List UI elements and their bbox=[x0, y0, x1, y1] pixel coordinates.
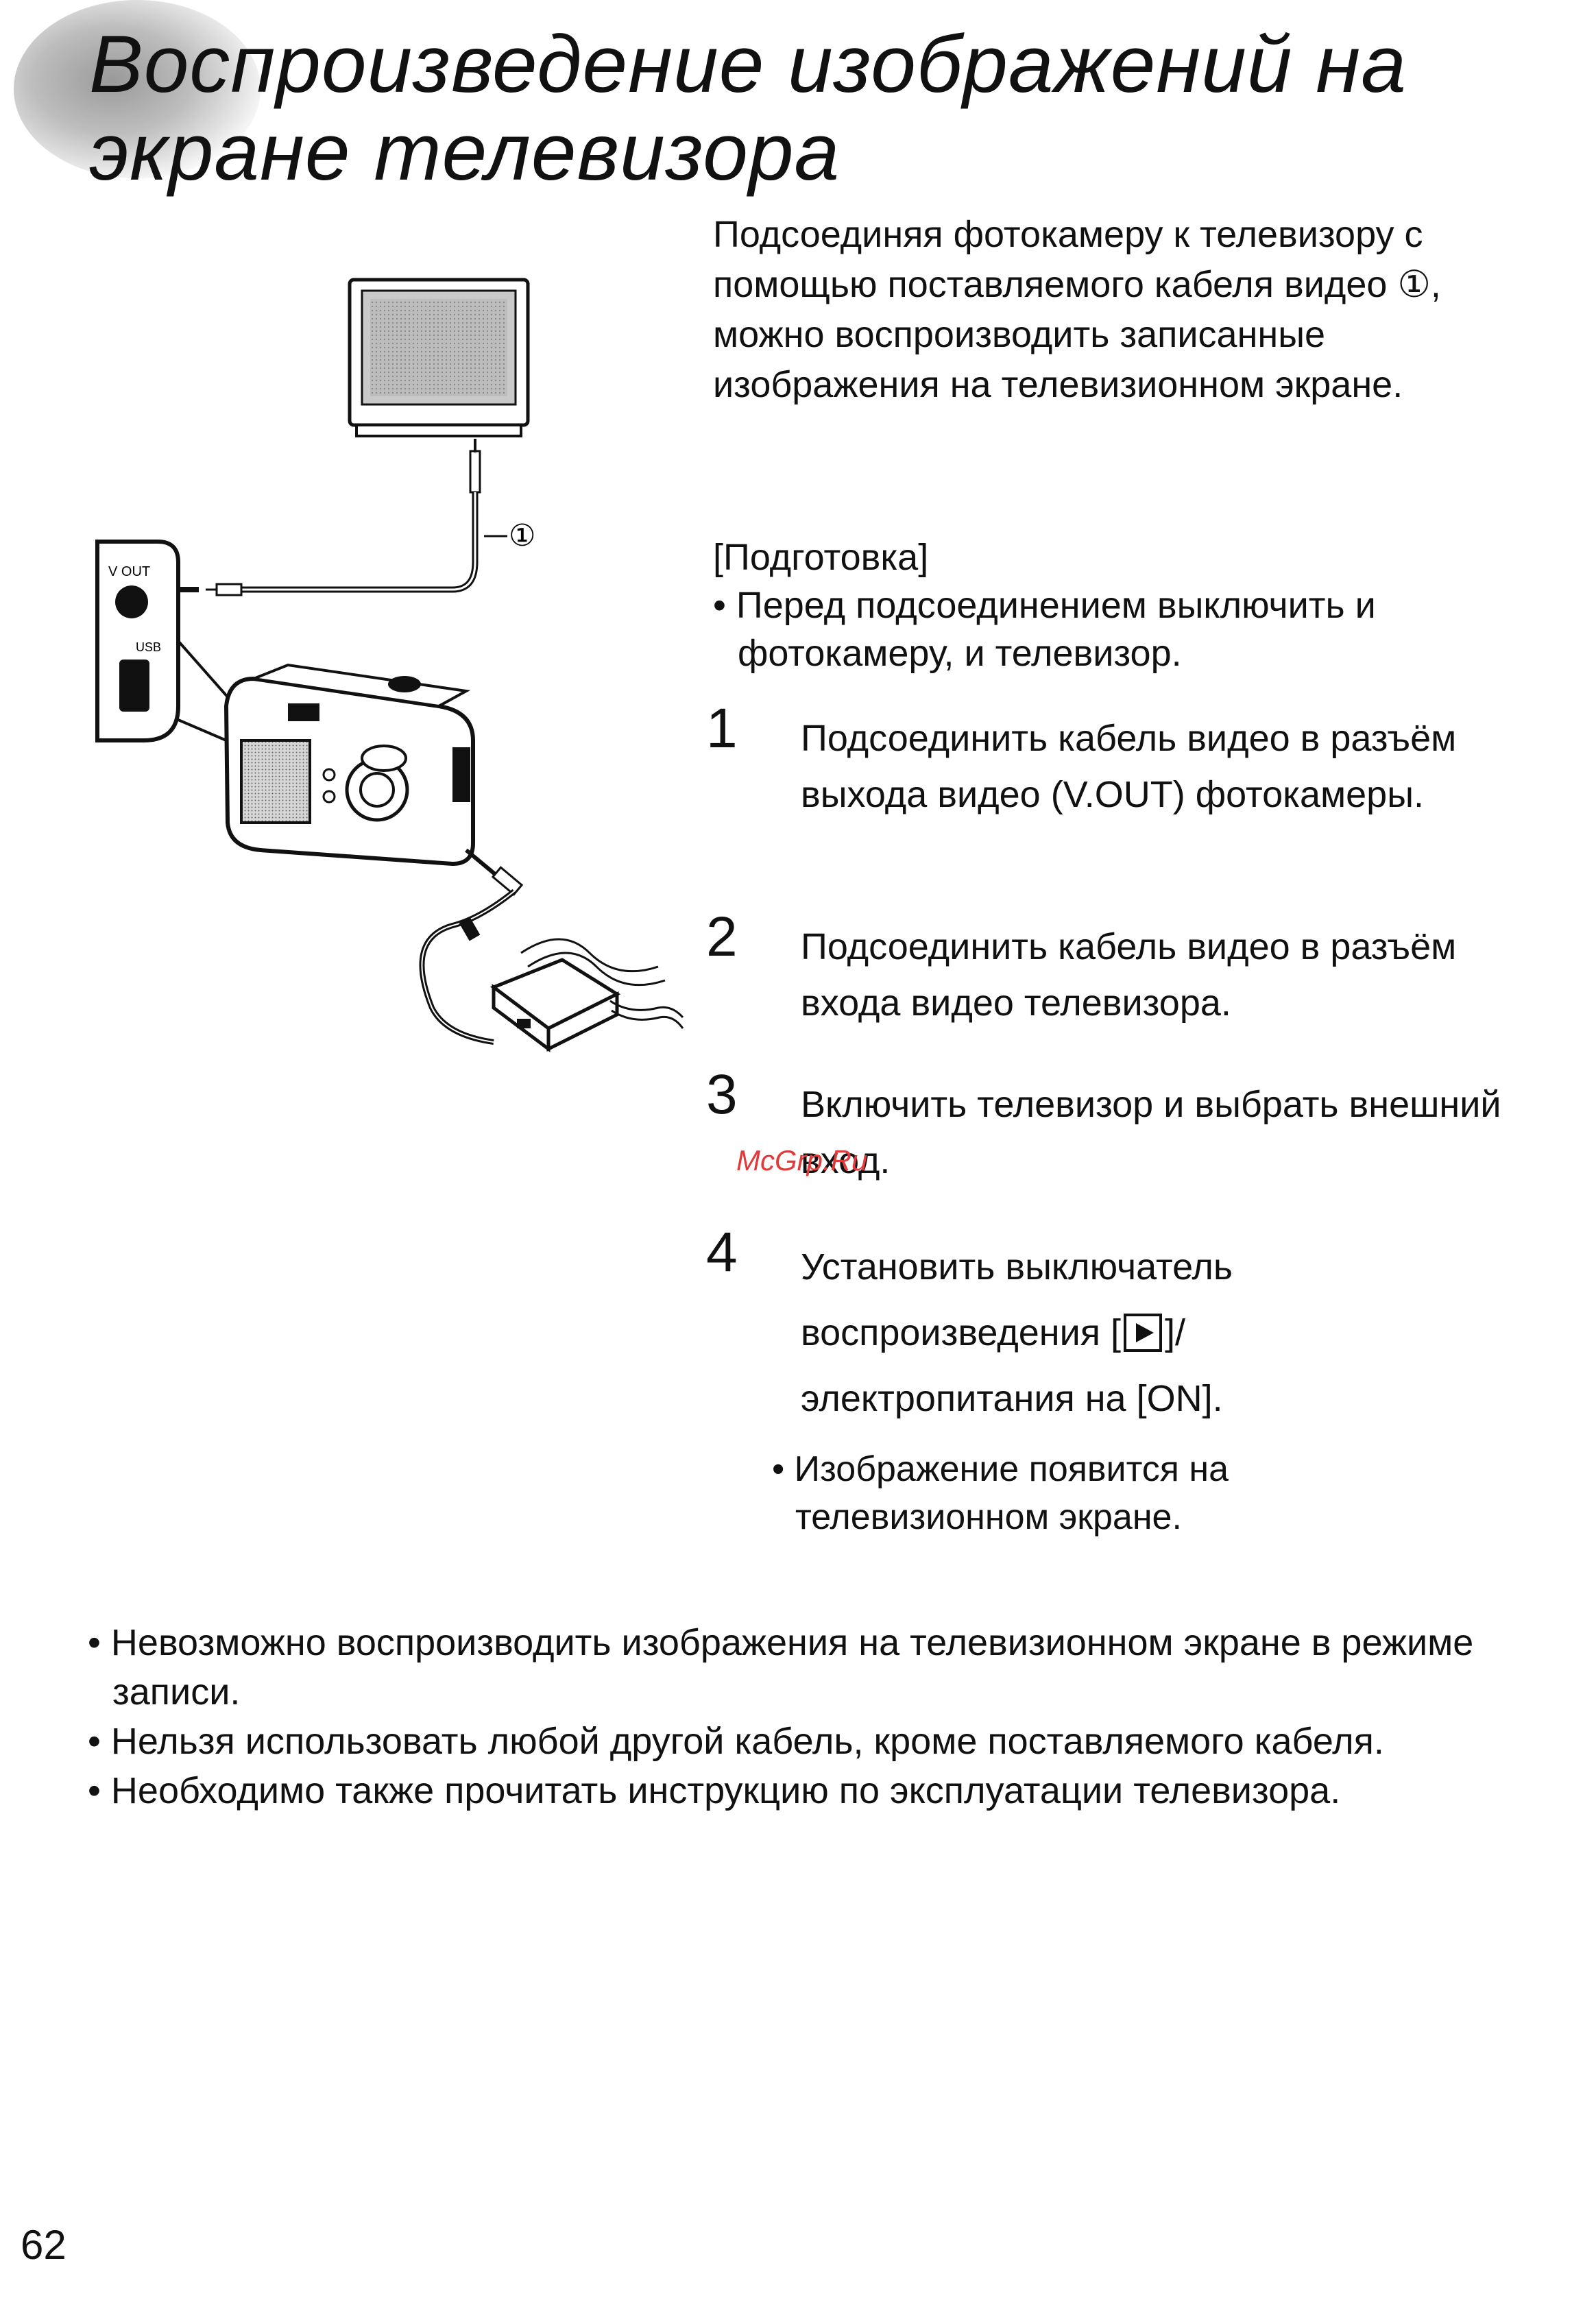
step-number: 3 bbox=[706, 1063, 738, 1126]
step-4-line3: электропитания на [ON]. bbox=[801, 1378, 1223, 1419]
step-text: Включить телевизор и выбрать внешний вхо… bbox=[801, 1084, 1501, 1181]
preparation-heading: [Подготовка] bbox=[713, 537, 929, 578]
step-4-line2: воспроизведения [ ]/ bbox=[801, 1300, 1555, 1366]
usb-label: USB bbox=[136, 640, 161, 654]
step-number: 4 bbox=[706, 1221, 738, 1283]
connection-illustration: ① V OUT USB bbox=[82, 267, 686, 1063]
step-text: Подсоединить кабель видео в разъём выход… bbox=[801, 718, 1457, 815]
preparation-bullet: • Перед подсоединением выключить и фоток… bbox=[713, 585, 1376, 674]
page-number: 62 bbox=[21, 2222, 66, 2268]
page-title-line1: Воспроизведение изображений на bbox=[89, 19, 1407, 110]
step-4-sub-bullet: • Изображение появится на телевизионном … bbox=[772, 1449, 1229, 1537]
watermark: McGrp.Ru bbox=[736, 1144, 868, 1176]
step-4-line1: Установить выключатель bbox=[801, 1246, 1233, 1288]
step-text: Подсоединить кабель видео в разъём входа… bbox=[801, 926, 1457, 1024]
jack-panel: V OUT USB bbox=[95, 540, 180, 742]
vout-label: V OUT bbox=[108, 564, 150, 579]
step-text: Установить выключатель воспроизведения [… bbox=[801, 1234, 1555, 1431]
title-decoration-blob bbox=[14, 0, 261, 178]
power-adapter-icon bbox=[419, 848, 684, 1052]
intro-paragraph: Подсоединяя фотокамеру к телевизору с по… bbox=[713, 214, 1441, 405]
page-title-line2: экране телевизора bbox=[89, 107, 841, 197]
cable-callout-label: ① bbox=[509, 519, 535, 553]
note-item: • Необходимо также прочитать инструкцию … bbox=[88, 1770, 1341, 1811]
step-4-line2-end: ]/ bbox=[1165, 1312, 1186, 1353]
step-number: 1 bbox=[706, 697, 738, 760]
note-item: • Невозможно воспроизводить изображения … bbox=[88, 1622, 1474, 1713]
connection-diagram-svg: ① V OUT USB bbox=[95, 278, 684, 1052]
notes-list: • Невозможно воспроизводить изображения … bbox=[88, 1618, 1527, 1815]
television-icon bbox=[348, 278, 530, 437]
step-number: 2 bbox=[706, 906, 738, 968]
note-item: • Нельзя использовать любой другой кабел… bbox=[88, 1721, 1384, 1762]
play-icon bbox=[1124, 1314, 1163, 1352]
page-title: Воспроизведение изображений на экране те… bbox=[89, 21, 1529, 196]
camera-icon bbox=[223, 663, 475, 867]
usb-port-icon bbox=[119, 660, 149, 712]
video-cable-icon: ① bbox=[206, 439, 535, 596]
vout-jack-icon bbox=[115, 585, 148, 618]
step-4-line2-start: воспроизведения [ bbox=[801, 1312, 1122, 1353]
